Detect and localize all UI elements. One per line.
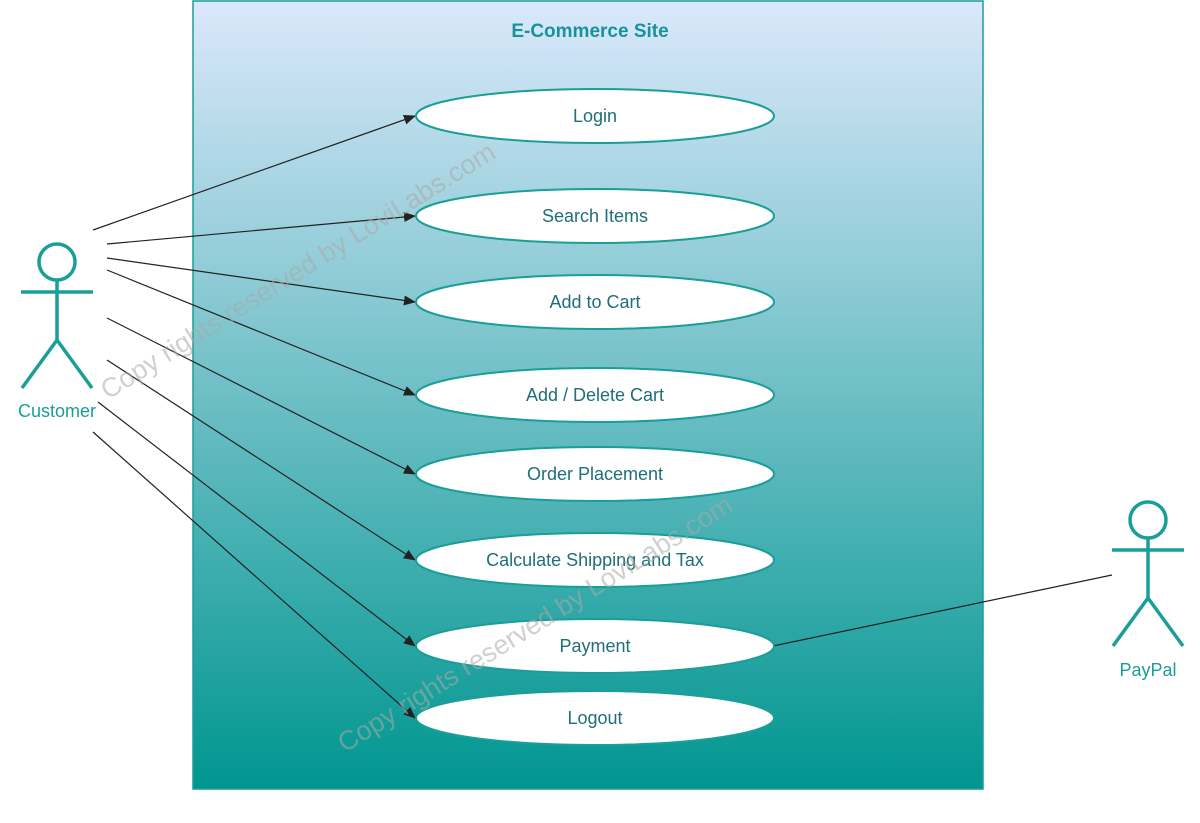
use-case-search-items: Search Items — [415, 188, 775, 244]
use-case-order-placement: Order Placement — [415, 446, 775, 502]
use-case-login: Login — [415, 88, 775, 144]
use-case-login-ellipse — [415, 88, 775, 144]
use-case-logout: Logout — [415, 690, 775, 746]
use-case-add-delete-cart-label: Add / Delete Cart — [526, 385, 664, 405]
actor-customer: Customer — [18, 242, 96, 421]
use-case-add-to-cart: Add to Cart — [415, 274, 775, 330]
association-customer-to-search-items — [106, 212, 416, 245]
association-customer-to-logout — [92, 431, 416, 719]
association-customer-to-calculate-shipping-tax — [106, 359, 416, 561]
use-case-payment-label: Payment — [559, 636, 630, 656]
use-case-add-delete-cart-ellipse — [415, 367, 775, 423]
use-case-logout-label: Logout — [567, 708, 622, 728]
use-case-login-label: Login — [573, 106, 617, 126]
associations — [92, 114, 1113, 719]
use-case-add-delete-cart: Add / Delete Cart — [415, 367, 775, 423]
use-case-calculate-shipping-tax-label: Calculate Shipping and Tax — [486, 550, 704, 570]
association-customer-to-login — [92, 114, 416, 231]
use-case-payment-ellipse — [415, 618, 775, 674]
association-customer-to-add-to-cart — [106, 257, 416, 306]
use-case-add-to-cart-label: Add to Cart — [549, 292, 640, 312]
use-case-payment: Payment — [415, 618, 775, 674]
actor-customer-label: Customer — [18, 401, 96, 421]
system-title: E-Commerce Site — [511, 21, 668, 42]
use-case-search-items-ellipse — [415, 188, 775, 244]
use-case-order-placement-label: Order Placement — [527, 464, 663, 484]
use-case-add-to-cart-ellipse — [415, 274, 775, 330]
association-customer-to-add-delete-cart — [106, 269, 416, 396]
association-customer-to-order-placement — [106, 317, 416, 475]
actor-paypal: PayPal — [1111, 500, 1185, 680]
use-cases: Login Search Items Add to Cart Add / Del… — [415, 88, 775, 746]
use-case-calculate-shipping-tax-ellipse — [415, 532, 775, 588]
stick-figure-icon — [1111, 500, 1185, 648]
actor-paypal-label: PayPal — [1119, 660, 1176, 680]
use-case-search-items-label: Search Items — [542, 206, 648, 226]
use-case-order-placement-ellipse — [415, 446, 775, 502]
use-case-calculate-shipping-tax: Calculate Shipping and Tax — [415, 532, 775, 588]
association-paypal-to-payment — [772, 574, 1113, 647]
use-case-logout-ellipse — [415, 690, 775, 746]
stick-figure-icon — [20, 242, 94, 390]
association-customer-to-payment — [97, 401, 416, 647]
